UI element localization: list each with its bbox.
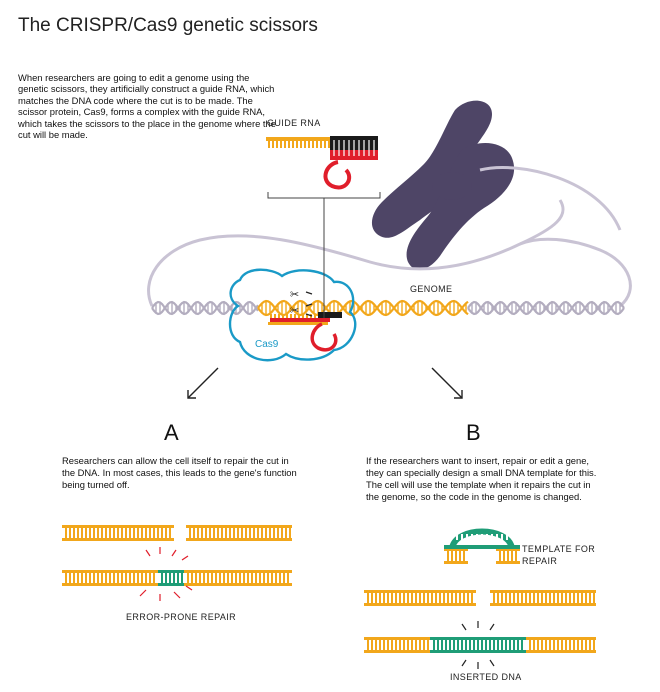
svg-text:✂: ✂ — [290, 304, 299, 317]
cas9-label: Cas9 — [255, 339, 279, 350]
template-for-repair-label: TEMPLATE FOR REPAIR — [522, 544, 596, 566]
intro-text: When researchers are going to edit a gen… — [18, 72, 276, 141]
cut-dna-strands — [62, 525, 292, 541]
arrow-to-a — [187, 367, 219, 399]
inserted-dna-label: INSERTED DNA — [450, 672, 522, 682]
insert-sparks — [461, 621, 495, 669]
connector-bracket — [267, 192, 381, 318]
repaired-dna-strand — [62, 570, 292, 586]
option-a-letter: A — [164, 420, 179, 445]
repair-sparks — [139, 547, 193, 601]
scissors-icon: ✂ ✂ — [290, 288, 299, 317]
guide-rna-label: GUIDE RNA — [267, 118, 321, 128]
genome-thread-right — [519, 237, 632, 308]
chromosome — [371, 100, 515, 270]
genome-thread-top — [479, 166, 622, 231]
genome-helix — [151, 299, 625, 325]
genome-thread-left — [147, 199, 565, 307]
cut-dna-strands-b — [364, 590, 596, 606]
page-title: The CRISPR/Cas9 genetic scissors — [18, 15, 318, 36]
guide-rna — [266, 136, 378, 190]
cas9-protein — [228, 268, 357, 362]
guide-rna-in-complex — [270, 312, 342, 352]
inserted-dna-strand — [364, 637, 596, 653]
cut-dashes — [305, 291, 313, 317]
error-prone-repair-label: ERROR-PRONE REPAIR — [126, 612, 237, 622]
option-b-text: If the researchers want to insert, repai… — [366, 455, 597, 502]
arrow-to-b — [431, 367, 463, 399]
repair-template — [444, 528, 520, 564]
svg-text:✂: ✂ — [290, 288, 299, 301]
option-b-letter: B — [466, 420, 481, 445]
genome-label: GENOME — [410, 284, 453, 294]
option-a-text: Researchers can allow the cell itself to… — [62, 455, 297, 490]
